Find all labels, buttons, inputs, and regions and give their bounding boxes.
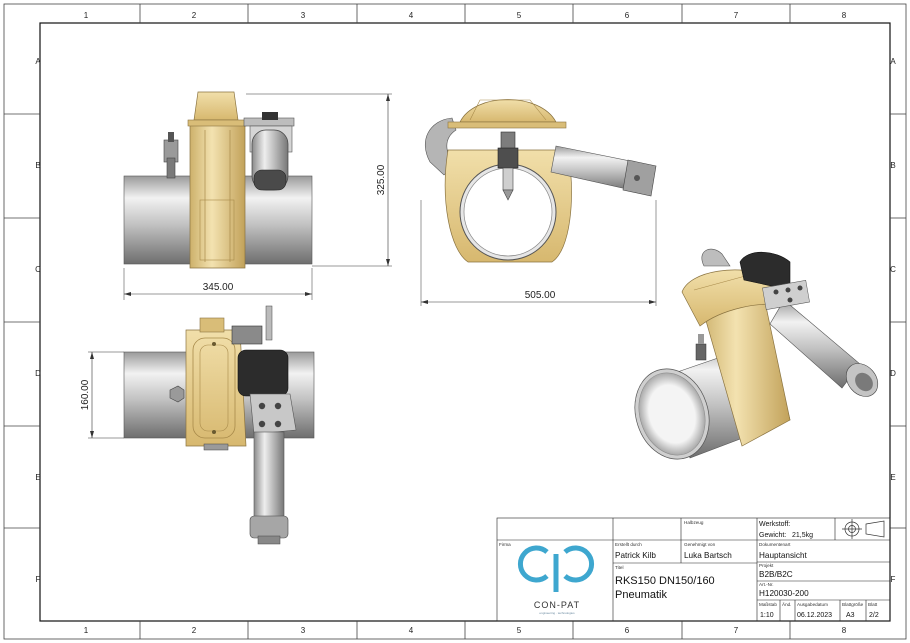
company-logo: CON-PAT engineering · technologies <box>517 545 595 615</box>
row-label: C <box>890 265 896 274</box>
side-view: 505.00 <box>420 99 657 306</box>
col-label: 4 <box>409 11 414 20</box>
dim-front-width: 345.00 <box>203 282 234 293</box>
row-label: F <box>891 575 896 584</box>
row-label: C <box>35 265 41 274</box>
aend-label: Änd. <box>782 601 791 607</box>
col-label: 7 <box>734 11 739 20</box>
column-labels-top: 1 2 3 4 5 6 7 8 <box>84 11 847 20</box>
dokumentenart-value: Hauptansicht <box>759 551 808 560</box>
blattgroesse-label: Blattgröße <box>842 602 864 607</box>
dim-front-height: 325.00 <box>376 164 387 195</box>
row-label: A <box>890 57 896 66</box>
titel-line-2: Pneumatik <box>615 589 667 601</box>
massstab-label: Maßstab <box>759 602 777 607</box>
grid-ticks <box>4 4 906 639</box>
row-labels-right: A B C D E F <box>890 57 896 584</box>
dim-top-height: 160.00 <box>80 379 91 410</box>
col-label: 2 <box>192 626 197 635</box>
logo-subtext: engineering · technologies <box>539 611 575 615</box>
col-label: 5 <box>517 626 522 635</box>
col-label: 6 <box>625 11 630 20</box>
row-label: E <box>890 473 895 482</box>
projekt-label: Projekt <box>759 563 774 568</box>
isometric-view <box>634 248 879 460</box>
col-label: 6 <box>625 626 630 635</box>
col-label: 5 <box>517 11 522 20</box>
col-label: 4 <box>409 626 414 635</box>
massstab-value: 1:10 <box>760 612 774 619</box>
blattgroesse-value: A3 <box>846 612 855 619</box>
title-block <box>496 517 891 622</box>
row-labels-left: A B C D E F <box>35 57 41 584</box>
col-label: 3 <box>301 626 306 635</box>
row-label: A <box>35 57 41 66</box>
col-label: 8 <box>842 11 847 20</box>
firma-label: Firma <box>499 542 511 547</box>
ausgabedatum-label: Ausgabedatum <box>797 602 828 607</box>
blatt-label: Blatt <box>868 602 878 607</box>
blatt-value: 2/2 <box>869 612 879 619</box>
halbzeug-label: Halbzeug <box>684 520 704 525</box>
logo-text: CON-PAT <box>534 600 580 610</box>
dim-side-width: 505.00 <box>525 290 556 301</box>
col-label: 7 <box>734 626 739 635</box>
genehmigt-value: Luka Bartsch <box>684 551 732 560</box>
outer-frame <box>3 3 907 640</box>
titel-label: Titel <box>615 565 624 570</box>
row-label: B <box>35 161 40 170</box>
artnr-value: H120030-200 <box>759 589 809 598</box>
projekt-value: B2B/B2C <box>759 570 793 579</box>
top-view: 160.00 <box>80 305 315 545</box>
projection-symbol-icon <box>842 519 885 539</box>
erstellt-label: Erstellt durch <box>615 542 642 547</box>
genehmigt-label: Genehmigt von <box>684 542 716 547</box>
gewicht-label: Gewicht: <box>759 532 786 539</box>
gewicht-value: 21,5kg <box>792 532 813 539</box>
row-label: B <box>890 161 895 170</box>
row-label: E <box>35 473 40 482</box>
werkstoff-label: Werkstoff: <box>759 521 790 528</box>
front-view: 345.00 325.00 <box>123 91 392 300</box>
col-label: 1 <box>84 11 89 20</box>
col-label: 8 <box>842 626 847 635</box>
row-label: F <box>36 575 41 584</box>
row-label: D <box>35 369 41 378</box>
ausgabedatum-value: 06.12.2023 <box>797 612 832 619</box>
row-label: D <box>890 369 896 378</box>
titel-line-1: RKS150 DN150/160 <box>615 575 715 587</box>
col-label: 1 <box>84 626 89 635</box>
column-labels-bottom: 1 2 3 4 5 6 7 8 <box>84 626 847 635</box>
artnr-label: Art.-Nr. <box>759 582 774 587</box>
col-label: 2 <box>192 11 197 20</box>
dokumentenart-label: Dokumentenart <box>759 542 791 547</box>
erstellt-value: Patrick Kilb <box>615 551 656 560</box>
col-label: 3 <box>301 11 306 20</box>
title-block-text: Halbzeug Werkstoff: Gewicht: 21,5kg Firm… <box>499 520 879 619</box>
